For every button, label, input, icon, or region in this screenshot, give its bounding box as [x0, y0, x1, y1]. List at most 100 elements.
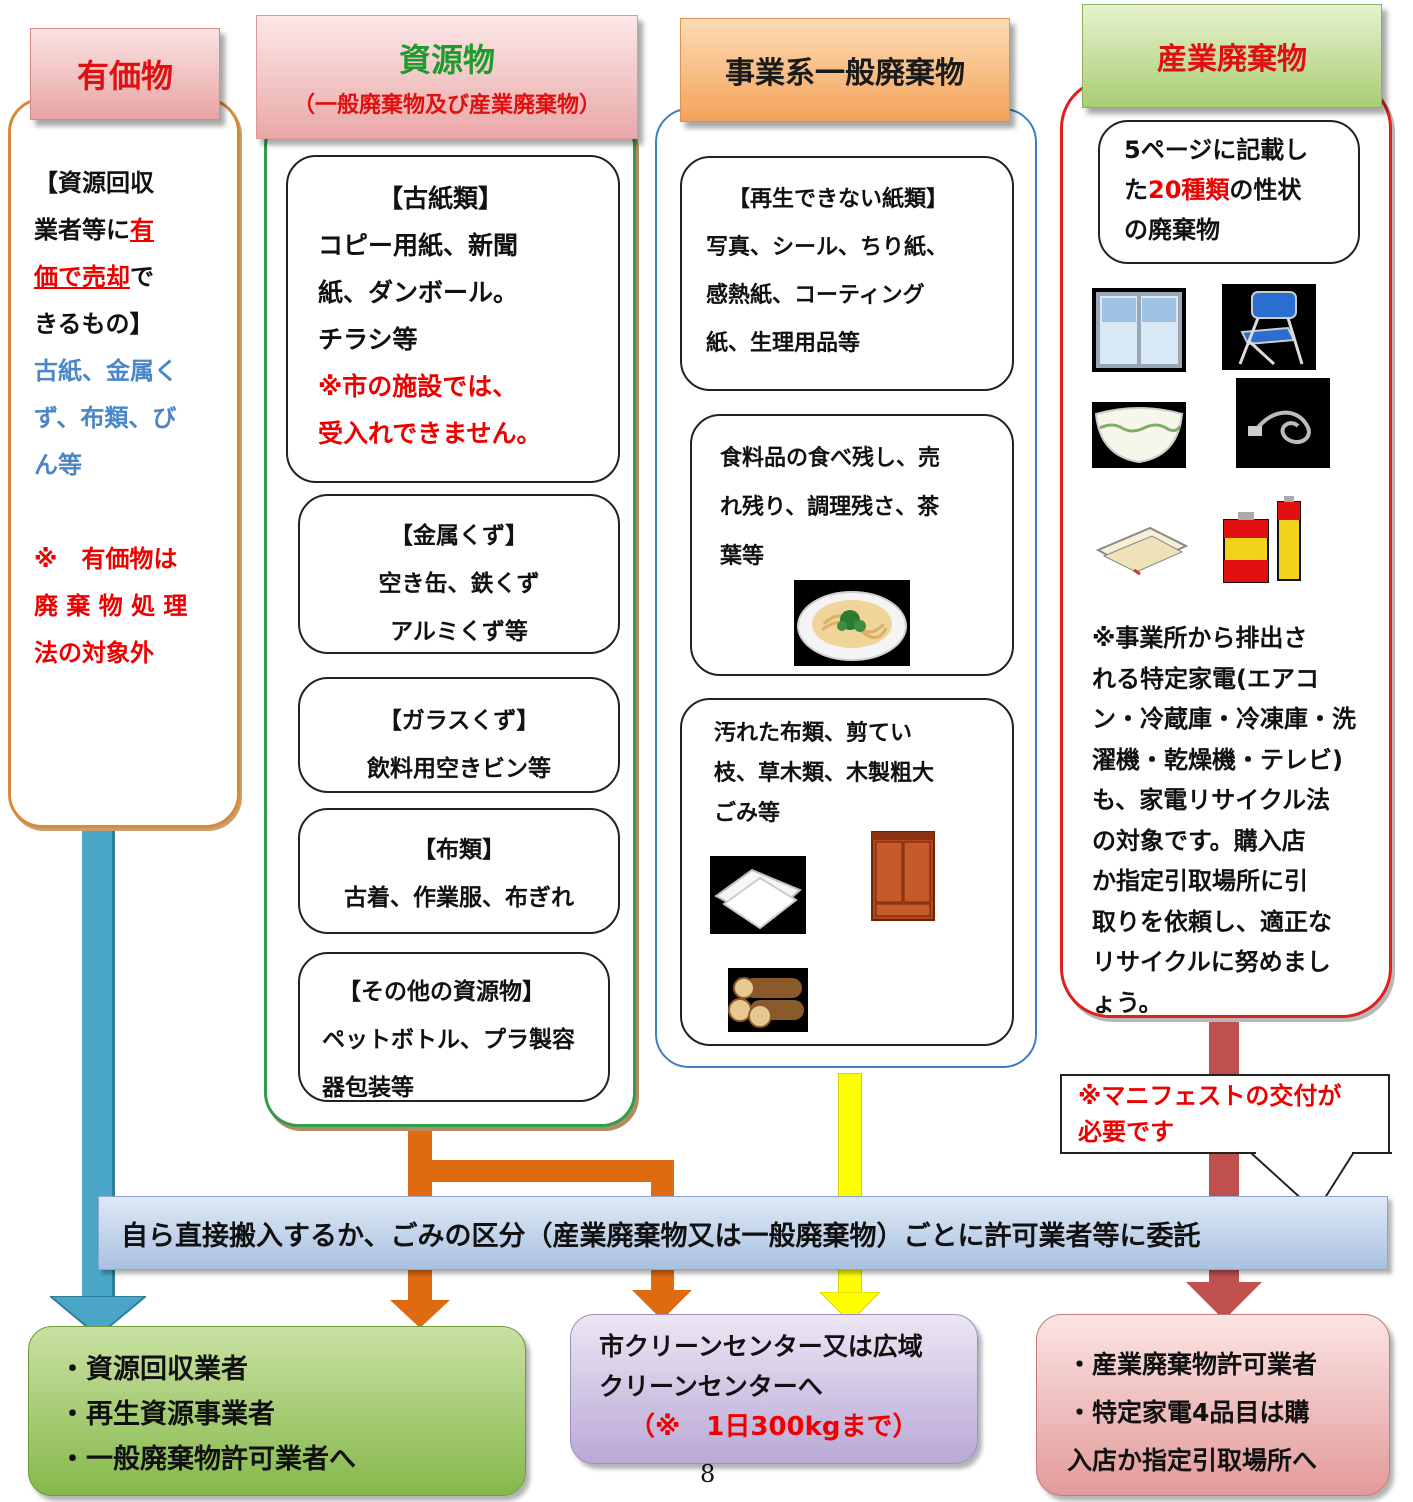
- dirty-cloth-image: [710, 856, 806, 934]
- destination-green-line-3: ・一般廃棄物許可業者へ: [59, 1444, 356, 1475]
- resources-other-line-1: ペットボトル、プラ製容: [322, 1027, 575, 1053]
- resources-header: 資源物 （一般廃棄物及び産業廃棄物）: [256, 15, 638, 139]
- business-food-line-1: 食料品の食べ残し、売: [720, 446, 941, 471]
- destination-purple-box: 市クリーンセンター又は広域 クリーンセンターへ （※ 1日300kgまで）: [570, 1314, 978, 1464]
- valuables-example-3: ん等: [34, 451, 82, 479]
- business-paper-line-3: 紙、生理用品等: [706, 331, 861, 356]
- valuables-example-2: ず、布類、び: [34, 404, 177, 432]
- industrial-header: 産業廃棄物: [1082, 4, 1382, 108]
- destination-green-line-2: ・再生資源事業者: [59, 1399, 275, 1430]
- manifest-callout: ※マニフェストの交付が 必要です: [1060, 1074, 1390, 1154]
- resources-glass-box: 【ガラスくず】 飲料用空きビン等: [298, 677, 620, 793]
- resources-cloth-line-1: 古着、作業服、布ぎれ: [344, 885, 574, 911]
- resources-arrow-horizontal: [408, 1160, 674, 1182]
- business-food-line-3: 葉等: [720, 544, 765, 569]
- business-misc-line-3: ごみ等: [714, 801, 781, 826]
- manifest-callout-bottom-left: [1060, 1152, 1256, 1154]
- resources-cloth-box: 【布類】 古着、作業服、布ぎれ: [298, 808, 620, 934]
- resources-paper-line-2: 紙、ダンボール。: [318, 278, 519, 307]
- destination-purple-line-1: 市クリーンセンター又は広域: [599, 1332, 923, 1361]
- business-paper-line-2: 感熱紙、コーティング: [706, 283, 925, 308]
- manifest-line-1: ※マニフェストの交付が: [1078, 1082, 1342, 1110]
- resources-metal-title: 【金属くず】: [390, 523, 528, 549]
- business-paper-line-1: 写真、シール、ちり紙、: [706, 235, 949, 260]
- destination-pink-line-1: ・産業廃棄物許可業者: [1067, 1350, 1318, 1379]
- resources-header-title: 資源物: [398, 41, 495, 79]
- destination-purple-note: （※ 1日300kgまで）: [629, 1412, 919, 1442]
- industrial-note: ※事業所から排出さ れる特定家電(エアコ ン・冷蔵庫・冷凍庫・洗 濯機・乾燥機・…: [1092, 618, 1384, 1023]
- resources-paper-note-2: 受入れできません。: [318, 419, 542, 448]
- business-header: 事業系一般廃棄物: [680, 18, 1010, 122]
- industrial-ref-line-3: の廃棄物: [1124, 216, 1220, 244]
- resources-glass-title: 【ガラスくず】: [378, 708, 540, 734]
- industrial-note-line-4: 濯機・乾燥機・テレビ): [1092, 745, 1343, 774]
- industrial-note-line-8: 取りを依頼し、適正な: [1092, 907, 1332, 936]
- bowl-image: [1092, 402, 1186, 468]
- industrial-note-line-9: リサイクルに努めまし: [1092, 948, 1331, 976]
- business-paper-title: 【再生できない紙類】: [728, 187, 949, 212]
- business-arrow-head: [820, 1292, 880, 1323]
- resources-metal-line-2: アルミくず等: [390, 619, 528, 645]
- resources-metal-box: 【金属くず】 空き缶、鉄くず アルミくず等: [298, 494, 620, 654]
- resources-paper-line-3: チラシ等: [318, 325, 418, 354]
- folding-chair-image: [1222, 284, 1316, 370]
- page-number: 8: [700, 1460, 716, 1488]
- plastic-tray-image: [1092, 516, 1190, 576]
- business-food-line-2: れ残り、調理残さ、茶: [720, 495, 940, 520]
- business-food-box: 食料品の食べ残し、売 れ残り、調理残さ、茶 葉等: [690, 414, 1014, 676]
- resources-other-line-2: 器包装等: [322, 1075, 414, 1101]
- industrial-note-line-6: の対象です。購入店: [1092, 826, 1306, 855]
- submission-banner: 自ら直接搬入するか、ごみの区分（産業廃棄物又は一般廃棄物）ごとに許可業者等に委託: [98, 1196, 1388, 1270]
- valuables-text: 【資源回収 業者等に有 価で売却で きるもの】 古紙、金属く ず、布類、び ん等…: [34, 160, 234, 677]
- industrial-note-line-2: れる特定家電(エアコ: [1092, 664, 1319, 693]
- resources-paper-line-1: コピー用紙、新聞: [318, 231, 519, 260]
- industrial-note-line-7: か指定引取場所に引: [1092, 867, 1308, 895]
- industrial-header-label: 産業廃棄物: [1157, 42, 1307, 77]
- manifest-line-2: 必要です: [1078, 1118, 1174, 1146]
- valuables-line-1: 【資源回収: [34, 169, 154, 197]
- valuables-header-label: 有価物: [76, 57, 173, 95]
- destination-purple-line-2: クリーンセンターへ: [599, 1372, 823, 1401]
- resources-cloth-title: 【布類】: [413, 837, 505, 863]
- valuables-arrow-head: [50, 1296, 146, 1338]
- manifest-callout-bottom-right: [1352, 1152, 1392, 1154]
- industrial-arrow-head: [1186, 1282, 1262, 1320]
- resources-paper-note-1: ※市の施設では、: [318, 372, 518, 401]
- resources-arrow-head-left: [390, 1300, 450, 1328]
- resources-arrow-head-right: [632, 1290, 692, 1320]
- industrial-reference-box: 5ページに記載し た20種類の性状 の廃棄物: [1098, 120, 1360, 264]
- resources-paper-box: 【古紙類】 コピー用紙、新聞 紙、ダンボール。 チラシ等 ※市の施設では、 受入…: [286, 155, 620, 483]
- destination-pink-box: ・産業廃棄物許可業者 ・特定家電4品目は購 入店か指定引取場所へ: [1036, 1314, 1390, 1496]
- valuables-header: 有価物: [30, 28, 220, 120]
- battery-image: [1218, 494, 1308, 586]
- resources-header-subtitle: （一般廃棄物及び産業廃棄物）: [292, 93, 601, 118]
- industrial-ref-line-2: た20種類の性状: [1124, 176, 1302, 204]
- industrial-note-line-1: ※事業所から排出さ: [1092, 624, 1308, 652]
- valuables-line-3: 価で売却で: [34, 263, 154, 291]
- valuables-line-2: 業者等に有: [34, 216, 154, 244]
- business-header-label: 事業系一般廃棄物: [725, 56, 965, 91]
- submission-banner-text: 自ら直接搬入するか、ごみの区分（産業廃棄物又は一般廃棄物）ごとに許可業者等に委託: [121, 1220, 1201, 1252]
- resources-metal-line-1: 空き缶、鉄くず: [378, 571, 540, 597]
- business-misc-line-2: 枝、草木類、木製粗大: [714, 761, 935, 786]
- industrial-ref-line-1: 5ページに記載し: [1124, 136, 1309, 164]
- valuables-column: [8, 98, 240, 828]
- cable-image: [1236, 378, 1330, 468]
- window-image: [1092, 288, 1186, 372]
- pasta-dish-image: [794, 580, 910, 666]
- resources-other-title: 【その他の資源物】: [338, 979, 545, 1005]
- industrial-note-line-10: ょう。: [1092, 988, 1163, 1017]
- destination-green-line-1: ・資源回収業者: [59, 1354, 248, 1385]
- wooden-cabinet-image: [866, 828, 940, 924]
- valuables-note-2: 廃 棄 物 処 理: [34, 592, 188, 620]
- resources-glass-line-1: 飲料用空きビン等: [367, 756, 551, 782]
- valuables-note-3: 法の対象外: [34, 639, 154, 667]
- resources-paper-title: 【古紙類】: [378, 184, 504, 213]
- industrial-note-line-3: ン・冷蔵庫・冷凍庫・洗: [1092, 705, 1356, 733]
- business-misc-line-1: 汚れた布類、剪てい: [714, 721, 913, 746]
- valuables-line-4: きるもの】: [34, 310, 154, 338]
- resources-other-box: 【その他の資源物】 ペットボトル、プラ製容 器包装等: [298, 952, 610, 1102]
- logs-image: [728, 968, 808, 1032]
- valuables-note-1: ※ 有価物は: [34, 545, 178, 573]
- valuables-example-1: 古紙、金属く: [34, 357, 178, 385]
